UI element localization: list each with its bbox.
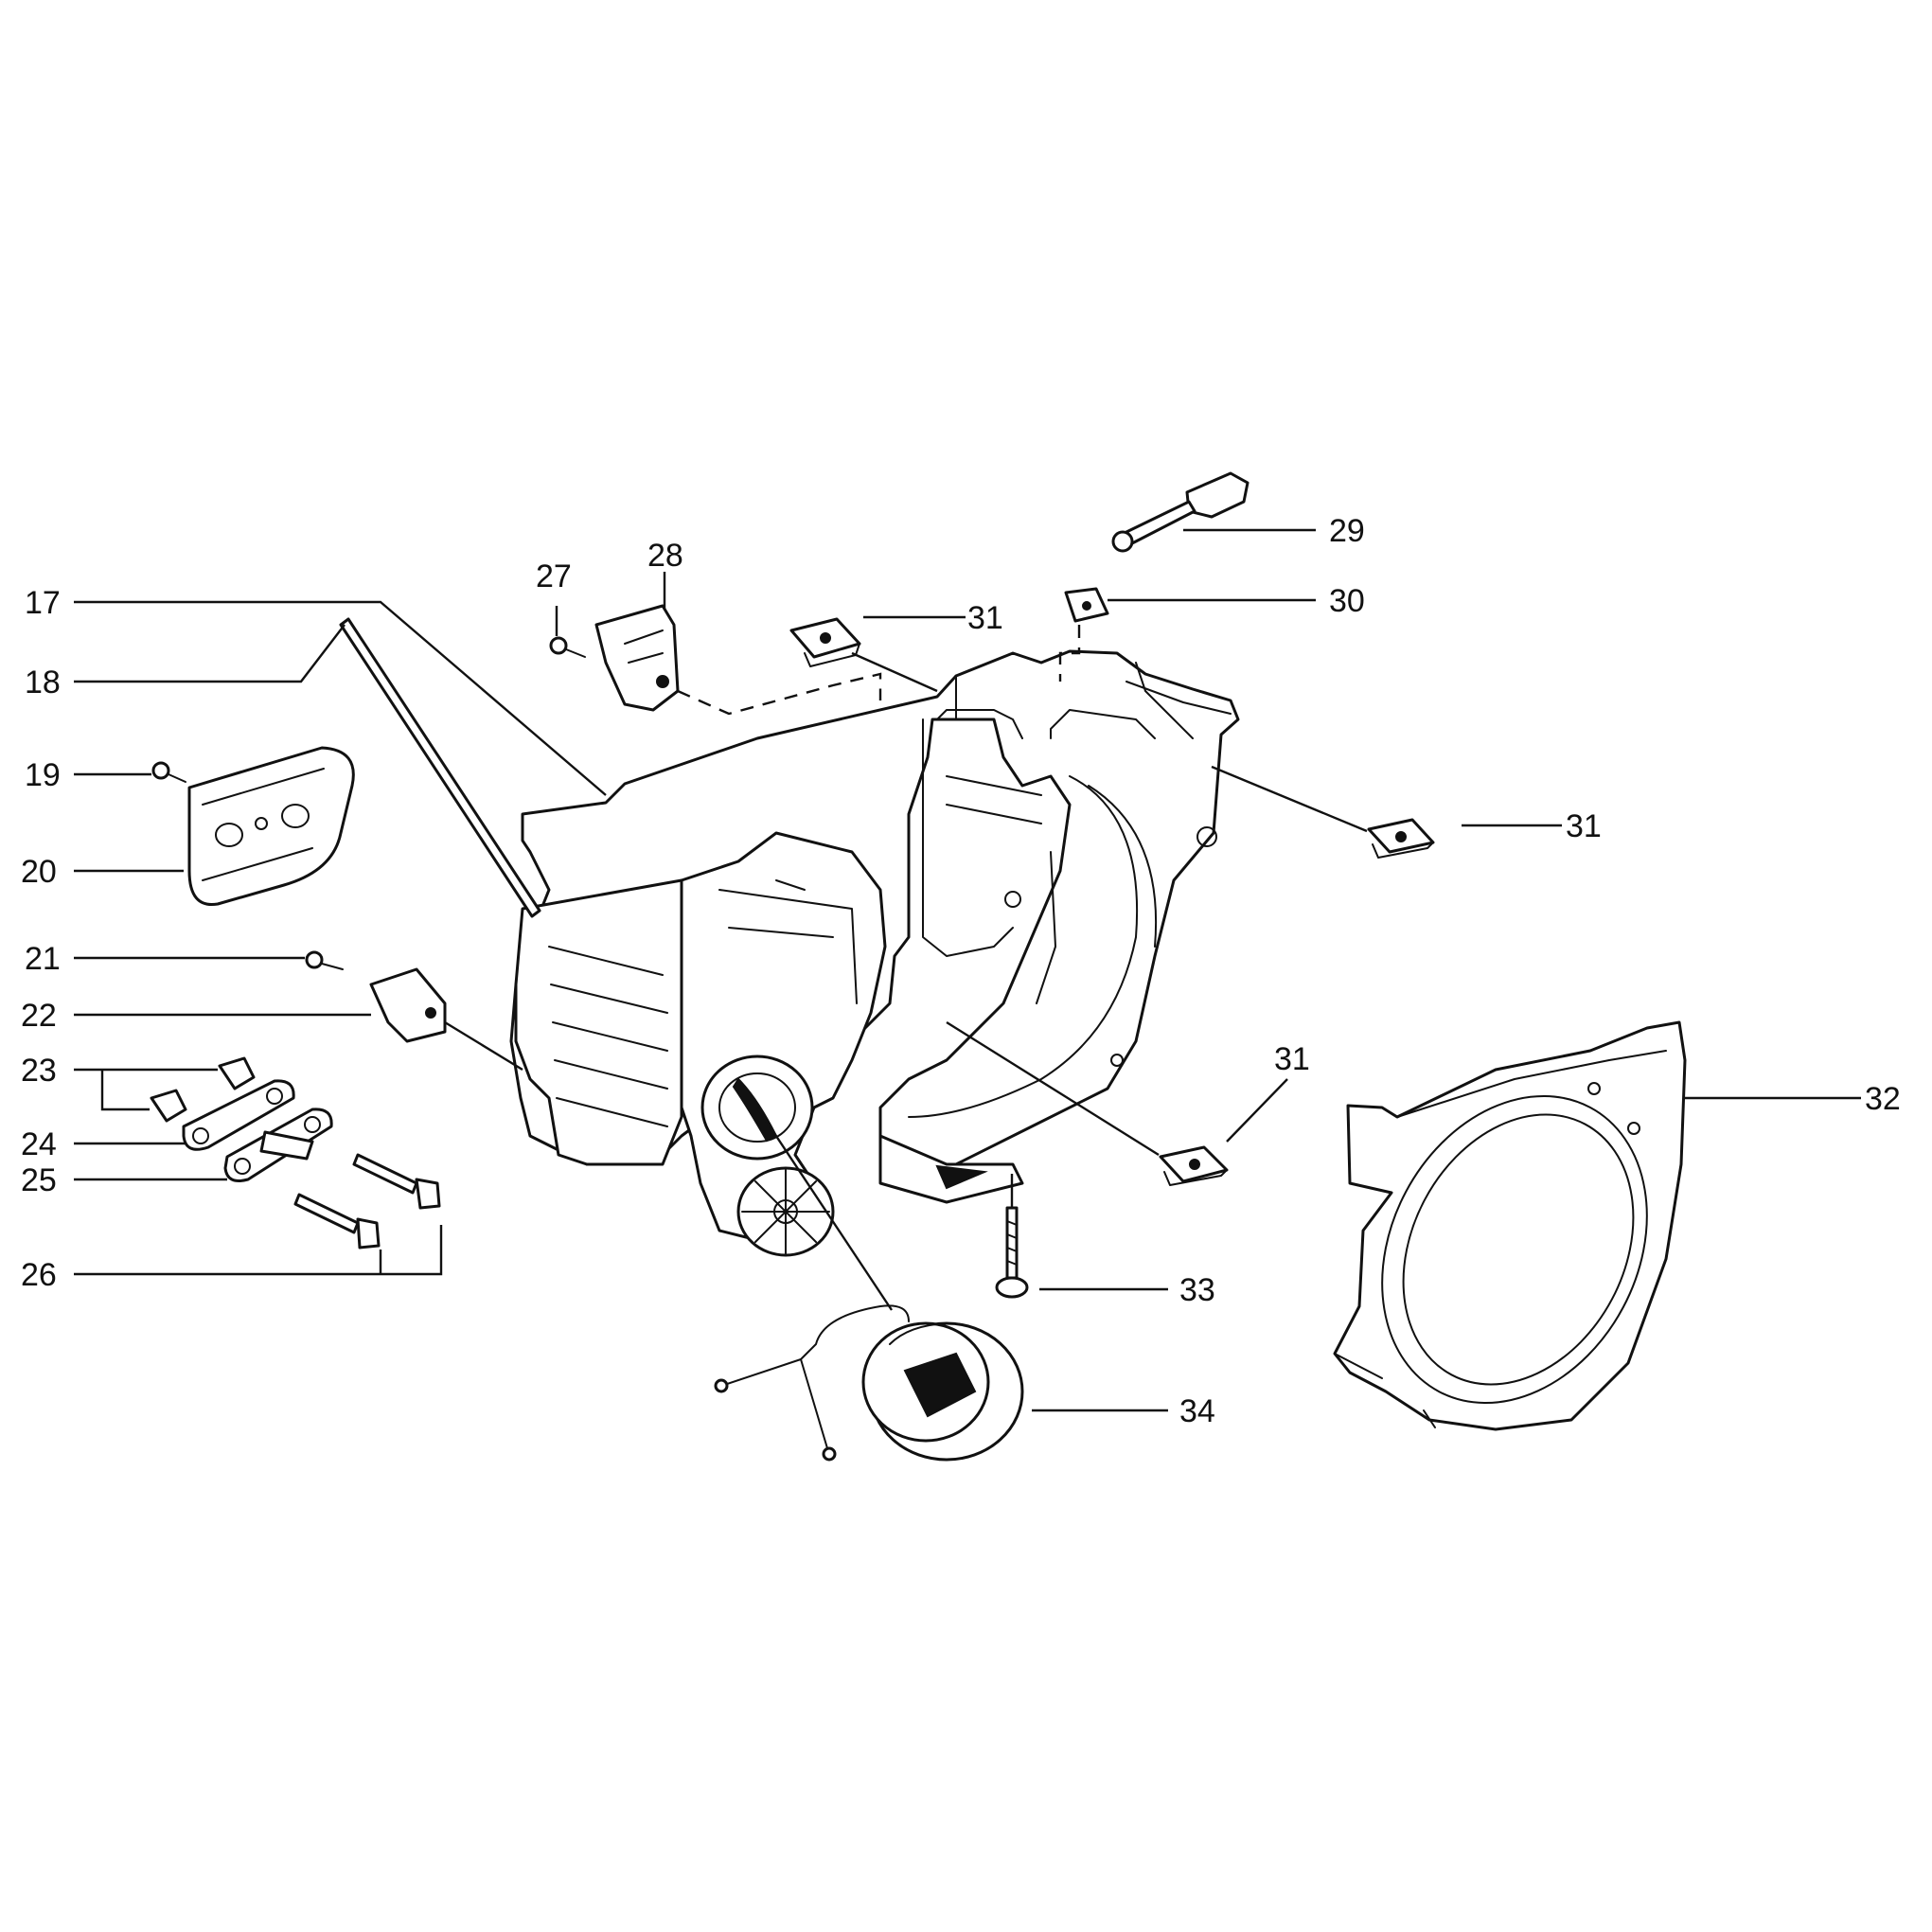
callout-33: 33 [1179,1272,1215,1308]
part-30-clip [1064,587,1109,623]
callout-32: 32 [1865,1081,1901,1117]
callout-22: 22 [21,998,57,1034]
part-19-screw [151,761,186,783]
callout-17: 17 [25,585,61,621]
part-31-clip-b [1367,818,1435,859]
callout-26: 26 [21,1257,57,1293]
part-33-screw [995,1206,1029,1299]
part-31-clip-c [1159,1145,1229,1186]
leader-lines [74,528,1861,1412]
part-20-plate [187,746,355,907]
part-18-oil-rod [339,617,541,918]
part-27-screw [549,636,586,658]
part-31-clip-a [789,617,861,667]
part-28-block [594,604,680,712]
callout-31-right: 31 [1566,808,1602,844]
part-29-key [1111,471,1250,553]
callout-31-top: 31 [967,600,1003,636]
callout-25: 25 [21,1162,57,1198]
callout-23: 23 [21,1053,57,1089]
callout-20: 20 [21,854,57,890]
part-24-25-tensioner-plates [182,1079,333,1182]
callout-34: 34 [1179,1393,1215,1429]
part-34-fuel-cap [714,1304,1024,1462]
callout-24: 24 [21,1126,57,1162]
callout-28: 28 [647,538,683,574]
part-26-screws [293,1153,441,1250]
part-21-screw [305,950,344,970]
crankcase-housing [509,649,1240,1257]
callout-19: 19 [25,757,61,793]
callout-27: 27 [536,558,572,594]
part-32-starter-cover [1333,1020,1687,1431]
part-22-bracket [369,967,447,1043]
callout-31-bottom: 31 [1274,1041,1310,1077]
callout-18: 18 [25,665,61,700]
callout-21: 21 [25,941,61,977]
callout-29: 29 [1329,513,1365,549]
callout-30: 30 [1329,583,1365,619]
part-23-nuts [150,1056,256,1123]
assembly-dash-28 [677,672,882,716]
